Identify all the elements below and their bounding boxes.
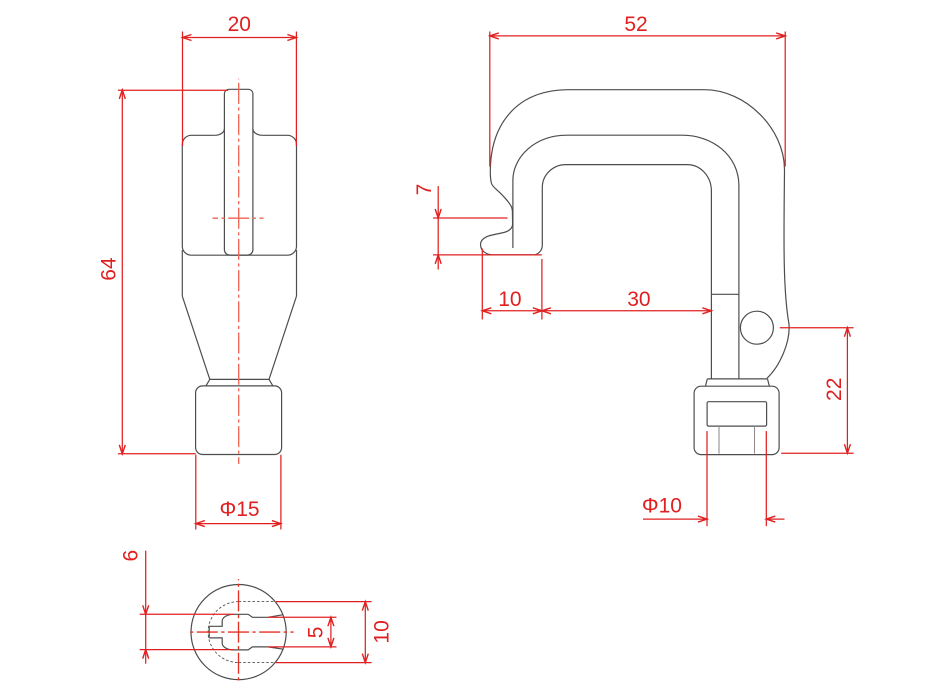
svg-text:Φ15: Φ15: [219, 498, 259, 521]
svg-text:10: 10: [370, 620, 393, 643]
svg-text:10: 10: [498, 288, 521, 311]
svg-text:20: 20: [228, 13, 251, 36]
svg-text:52: 52: [624, 13, 647, 36]
svg-text:6: 6: [120, 550, 143, 562]
svg-text:7: 7: [413, 184, 436, 196]
svg-text:5: 5: [304, 627, 327, 639]
svg-text:30: 30: [627, 288, 650, 311]
svg-text:Φ10: Φ10: [642, 495, 682, 518]
svg-text:22: 22: [823, 378, 846, 401]
svg-text:64: 64: [97, 257, 120, 281]
